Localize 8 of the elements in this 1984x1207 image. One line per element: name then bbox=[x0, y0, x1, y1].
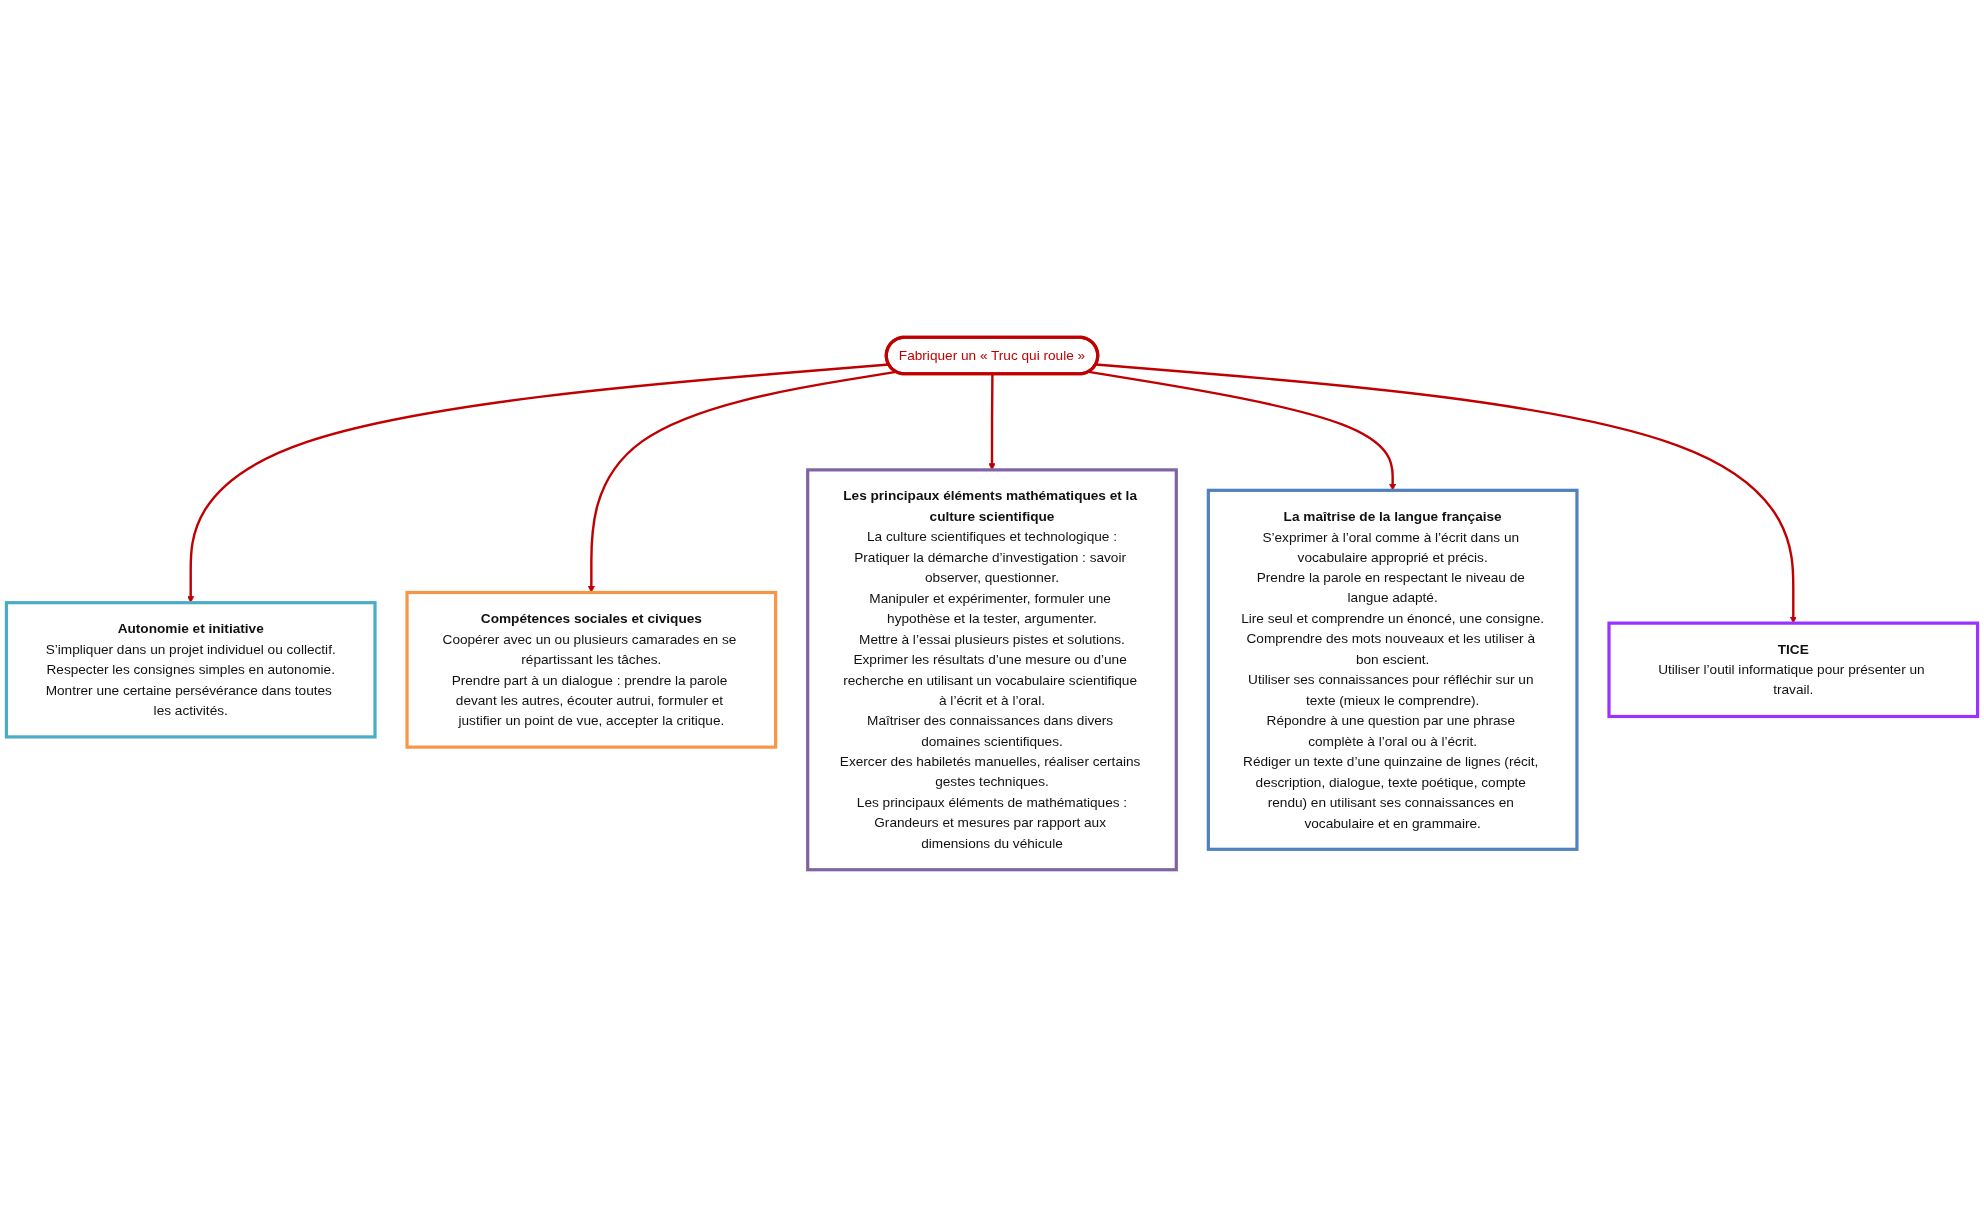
node-box: TICE Utiliser l’outil informatique pour présenter un travail. bbox=[1607, 621, 1980, 719]
node-box: Les principaux éléments mathématiques et la culture scientifique La culture scientifiques et technologique : Pratiquer la démarche d’investigation : savoir observer, questionner. Manipuler et expérimenter, formuler une hypothèse et la tester, argumenter. Mettre à l’essai plusieurs pistes et solutions. Exprimer les résultats d’une mesure ou d’une recherche en utilisant un vocabulaire scientifique à l’écrit et à l’oral. Maîtriser des connaissances dans divers domaines scientifiques. Exercer des habiletés manuelles, réaliser certains gestes techniques. Les principaux éléments de mathématiques : Grandeurs et mesures par rapport aux dimensions du véhicule bbox=[806, 468, 1178, 872]
node-box: Compétences sociales et civiques Coopérer avec un ou plusieurs camarades en se répartissant les tâches. Prendre part à un dialogue : prendre la parole devant les autres, écouter autrui, formuler et justifier un point de vue, accepter la critique. bbox=[405, 590, 778, 749]
node-box: La maîtrise de la langue française S’exprimer à l’oral comme à l’écrit dans un vocabulaire approprié et précis. Prendre la parole en respectant le niveau de langue adapté. Lire seul et comprendre un énoncé, une consigne. Comprendre des mots nouveaux et les utiliser à bon escient. Utiliser ses connaissances pour réfléchir sur un texte (mieux le comprendre). Répondre à une question par une phrase complète à l’oral ou à l’écrit. Rédiger un texte d’une quinzaine de lignes (récit, description, dialogue, texte poétique, compte rendu) en utilisant ses connaissances en vocabulaire et en grammaire. bbox=[1206, 488, 1579, 851]
node-box: Autonomie et initiative S’impliquer dans un projet individuel ou collectif. Respecter les consignes simples en autonomie. Montrer une certaine persévérance dans toutes les activités. bbox=[4, 601, 377, 739]
arrow bbox=[587, 370, 897, 593]
arrow bbox=[187, 363, 889, 603]
arrow bbox=[1088, 370, 1397, 491]
